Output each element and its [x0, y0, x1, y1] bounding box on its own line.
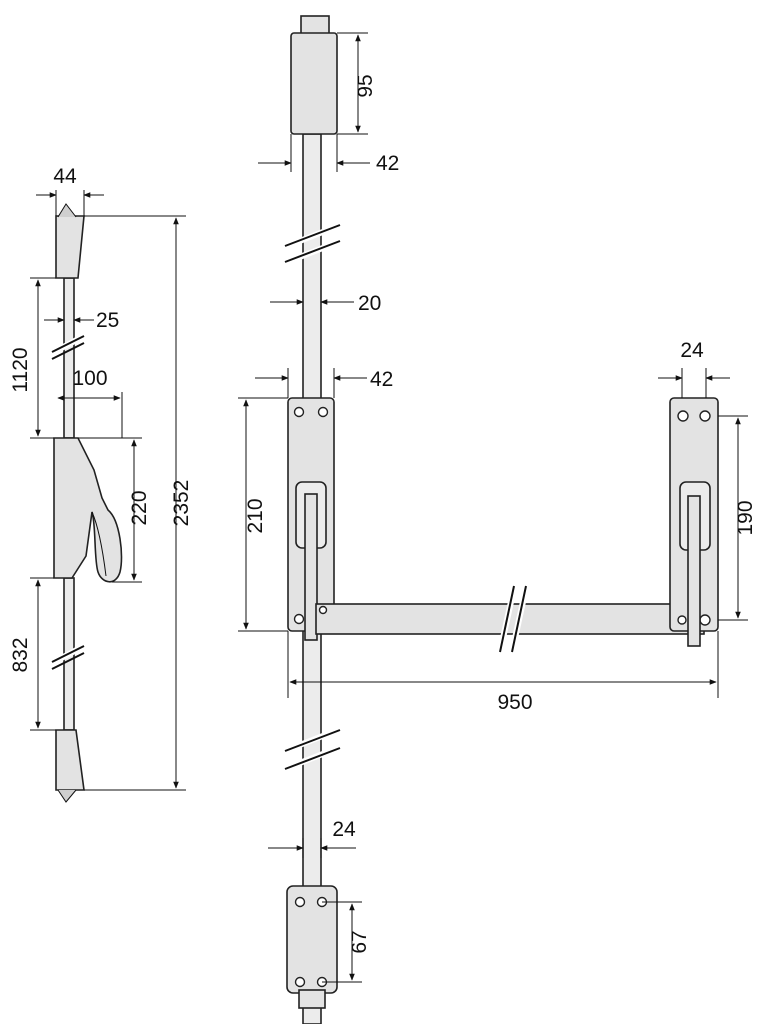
top-keeper	[290, 32, 338, 135]
dim-left-total-height: 2352	[170, 480, 193, 527]
front-view: 95 42 20 42 210 24 190	[238, 15, 757, 1024]
right-plate-hole	[699, 410, 711, 422]
left-plate-hole	[293, 406, 305, 418]
dim-left-top-width: 44	[53, 165, 77, 188]
dim-left-handle-depth: 100	[72, 367, 107, 390]
side-view: 44 25 1120 100 220 2352 832	[9, 165, 193, 803]
bottom-keeper-hole	[294, 976, 306, 988]
left-plate-hole	[293, 613, 305, 625]
right-plate-hole	[699, 614, 711, 626]
bottom-keeper-cap	[298, 989, 326, 1009]
push-bar-hole	[318, 605, 328, 615]
dim-top-keeper-height: 95	[354, 74, 377, 97]
left-plate-hole	[317, 406, 329, 418]
dim-top-keeper-width: 42	[376, 152, 399, 175]
dim-left-handle-height: 220	[128, 490, 151, 525]
dim-left-upper-length: 1120	[9, 347, 32, 392]
dim-right-plate-width: 24	[680, 339, 704, 362]
side-lever-housing	[53, 437, 123, 583]
dim-bar-length: 950	[497, 691, 532, 714]
left-plate-lever	[304, 493, 318, 641]
dim-bottom-rod-width: 24	[332, 818, 356, 841]
right-plate-lever	[687, 495, 701, 647]
dim-bottom-keeper-height: 67	[348, 930, 371, 953]
dim-right-plate-height: 190	[734, 500, 757, 535]
dim-left-lower-length: 832	[9, 637, 32, 672]
bottom-keeper-hole	[294, 896, 306, 908]
dim-left-rod-width: 25	[96, 309, 119, 332]
side-upper-rod	[63, 277, 75, 439]
right-plate-hole	[677, 410, 689, 422]
dim-left-plate-width: 42	[370, 368, 393, 391]
side-bottom-cap	[55, 729, 85, 791]
dim-left-plate-height: 210	[244, 498, 267, 533]
dim-rod-width: 20	[358, 292, 381, 315]
side-top-cap	[55, 215, 85, 279]
right-plate-hole	[677, 615, 687, 625]
